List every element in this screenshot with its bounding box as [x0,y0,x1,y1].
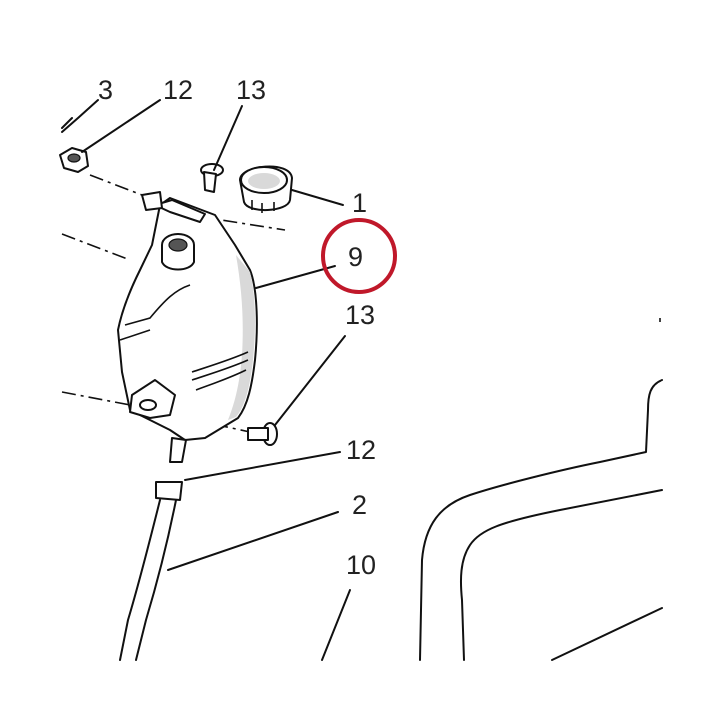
callout-13-mid: 13 [345,300,375,330]
fitting-top [141,191,163,211]
callout-3: 3 [98,75,113,105]
coolant-reservoir [117,197,258,463]
callout-2: 2 [352,490,367,520]
highlight-ring [321,218,397,294]
vehicle-body-outline [419,318,663,661]
callout-12-mid: 12 [346,435,376,465]
callout-10: 10 [346,550,376,580]
screw-lower [247,422,278,446]
callout-9: 9 [348,242,363,272]
callout-12-top: 12 [163,75,193,105]
reservoir-cap [239,165,293,213]
callout-labels: 3 12 13 1 9 13 12 2 10 [98,75,376,580]
flange-nut [59,147,89,173]
callout-13-top: 13 [236,75,266,105]
callout-1: 1 [352,188,367,218]
overflow-hose [119,499,177,661]
callout-leaders [61,99,351,661]
screw-top [200,163,224,193]
hose-clamp [155,481,183,501]
